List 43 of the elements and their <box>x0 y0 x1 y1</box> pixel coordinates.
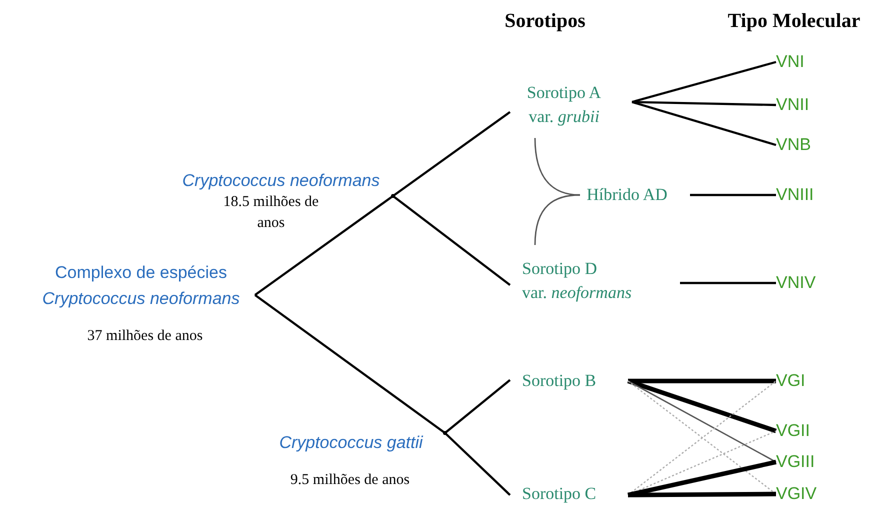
connector-line <box>632 60 776 104</box>
connector-line <box>392 195 511 286</box>
connector-line <box>632 100 776 106</box>
serotype-label: Híbrido AD <box>586 184 668 206</box>
connector-line <box>680 282 776 284</box>
connector-line <box>392 111 511 197</box>
connector-line <box>444 432 511 496</box>
connector-line <box>534 138 580 196</box>
connector-line <box>628 378 776 384</box>
molecular-type-label: VNI <box>776 51 804 73</box>
serotype-label: Sorotipo A <box>526 82 602 104</box>
molecular-type-label: VGI <box>776 370 806 392</box>
species-complex-label: Complexo de espécies Cryptococcus neoformans <box>41 262 241 310</box>
column-heading: Sorotipos <box>504 9 586 34</box>
connector-line <box>628 380 776 463</box>
branch-point <box>443 431 447 435</box>
age-label: 18.5 milhões de anos <box>222 193 320 233</box>
connector-line <box>254 195 394 296</box>
connector-line <box>254 294 446 434</box>
connector-line <box>690 194 776 196</box>
molecular-type-label: VNII <box>776 94 810 116</box>
molecular-type-label: VGIV <box>776 483 817 505</box>
species-label: Cryptococcus neoformans <box>181 170 381 192</box>
molecular-type-label: VNIV <box>776 272 816 294</box>
age-label: 9.5 milhões de anos <box>289 471 411 490</box>
connector-line <box>627 378 777 434</box>
connector-line <box>628 492 776 498</box>
branch-point <box>391 194 395 198</box>
molecular-type-label: VNB <box>776 134 811 156</box>
molecular-type-label: VGII <box>776 420 810 442</box>
serotype-label: var. grubii <box>528 106 600 128</box>
molecular-type-label: VGIII <box>776 451 815 473</box>
serotype-label: Sorotipo B <box>522 370 596 392</box>
connector-line <box>632 100 776 146</box>
molecular-type-label: VNIII <box>776 184 814 206</box>
serotype-label: Sorotipo C <box>522 483 596 505</box>
serotype-label: Sorotipo D <box>522 258 598 280</box>
column-heading: Tipo Molecular <box>726 9 862 34</box>
species-label: Cryptococcus gattii <box>278 432 424 454</box>
connector-line <box>534 194 580 246</box>
connector-line <box>444 379 511 434</box>
age-label: 37 milhões de anos <box>86 327 204 346</box>
serotype-label: var. neoformans <box>522 282 632 304</box>
